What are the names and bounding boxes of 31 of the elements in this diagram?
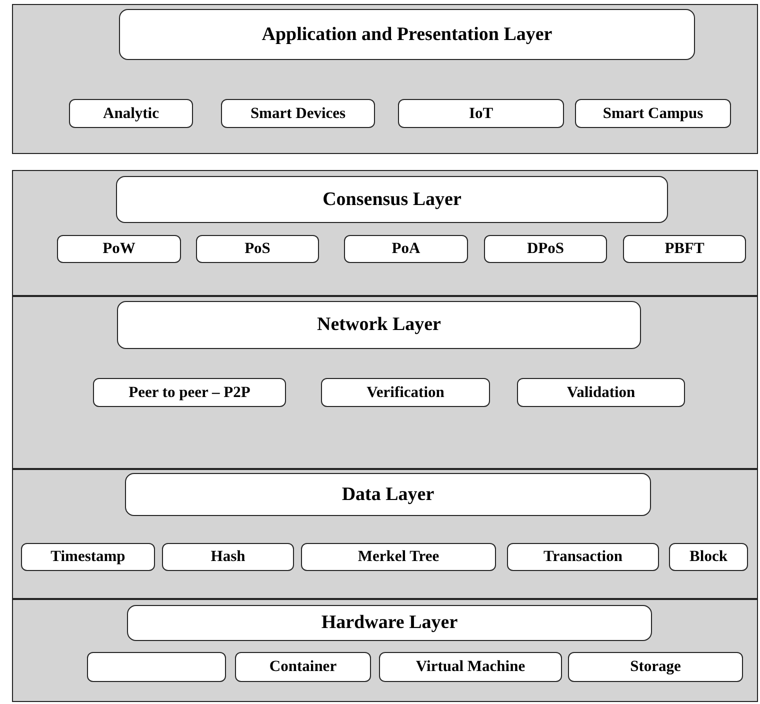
component-label: Timestamp — [21, 543, 155, 571]
component-label: PoW — [57, 235, 181, 263]
component-label: DPoS — [484, 235, 607, 263]
component-label: PoS — [196, 235, 319, 263]
layer-heading: Network Layer — [117, 301, 641, 349]
layer-heading: Data Layer — [125, 473, 651, 516]
component-label: Transaction — [507, 543, 659, 571]
layer-heading: Hardware Layer — [127, 605, 652, 641]
component-label: Hash — [162, 543, 294, 571]
layer-heading: Application and Presentation Layer — [119, 9, 695, 60]
component-label: Block — [669, 543, 748, 571]
layer-panel — [12, 170, 758, 296]
component-label: Storage — [568, 652, 743, 682]
component-label: Virtual Machine — [379, 652, 562, 682]
component-label: PBFT — [623, 235, 746, 263]
layer-heading: Consensus Layer — [116, 176, 668, 223]
layer-panel — [12, 296, 758, 469]
component-label: Container — [235, 652, 371, 682]
component-label: Smart Devices — [221, 99, 375, 128]
component-label: Merkel Tree — [301, 543, 496, 571]
component-label: Verification — [321, 378, 490, 407]
component-label: Peer to peer – P2P — [93, 378, 286, 407]
component-label: IoT — [398, 99, 564, 128]
layer-panel — [12, 4, 758, 154]
component-label: Smart Campus — [575, 99, 731, 128]
component-label: Validation — [517, 378, 685, 407]
layer-panel — [12, 469, 758, 599]
component-label: PoA — [344, 235, 468, 263]
component-box — [87, 652, 226, 682]
component-label: Analytic — [69, 99, 193, 128]
layer-panel — [12, 599, 758, 702]
